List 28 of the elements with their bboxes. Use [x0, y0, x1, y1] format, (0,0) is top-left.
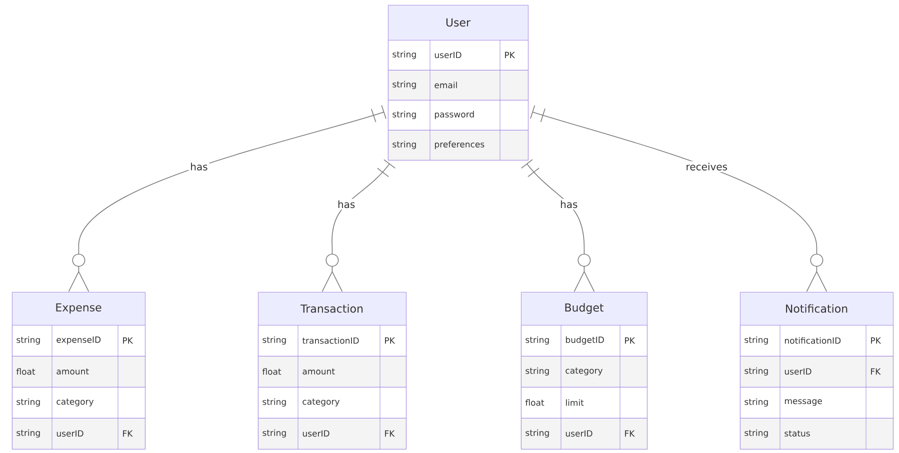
relationship-line [530, 104, 828, 292]
table-row: float amount [258, 356, 406, 388]
edge-label: has [558, 198, 580, 210]
table-row: string userID FK [521, 418, 648, 450]
table-row: string userID FK [258, 418, 406, 450]
table-row: string userID FK [740, 356, 894, 388]
table-row: string budgetID PK [521, 324, 648, 356]
table-row: string preferences [388, 130, 528, 160]
table-row: string expenseID PK [12, 324, 146, 356]
table-row: string email [388, 70, 528, 100]
table-row: string category [521, 356, 648, 388]
relationship-line [520, 159, 595, 292]
table-row: float amount [12, 356, 146, 388]
edge-label: has [188, 161, 210, 172]
table-row: string message [740, 386, 894, 418]
table-row: float limit [521, 386, 648, 418]
edge-label: receives [684, 161, 730, 172]
table-row: string transactionID PK [258, 324, 406, 356]
table-row: string password [388, 100, 528, 130]
table-row: string category [12, 386, 146, 418]
table-row: string status [740, 418, 894, 450]
table-row: string userID FK [12, 418, 146, 450]
table-row: string userID PK [388, 40, 528, 70]
relationship-line [322, 159, 396, 292]
relationship-line [68, 105, 386, 292]
edge-label: has [336, 198, 357, 210]
table-row: string category [258, 386, 406, 418]
table-row: string notificationID PK [740, 324, 894, 356]
